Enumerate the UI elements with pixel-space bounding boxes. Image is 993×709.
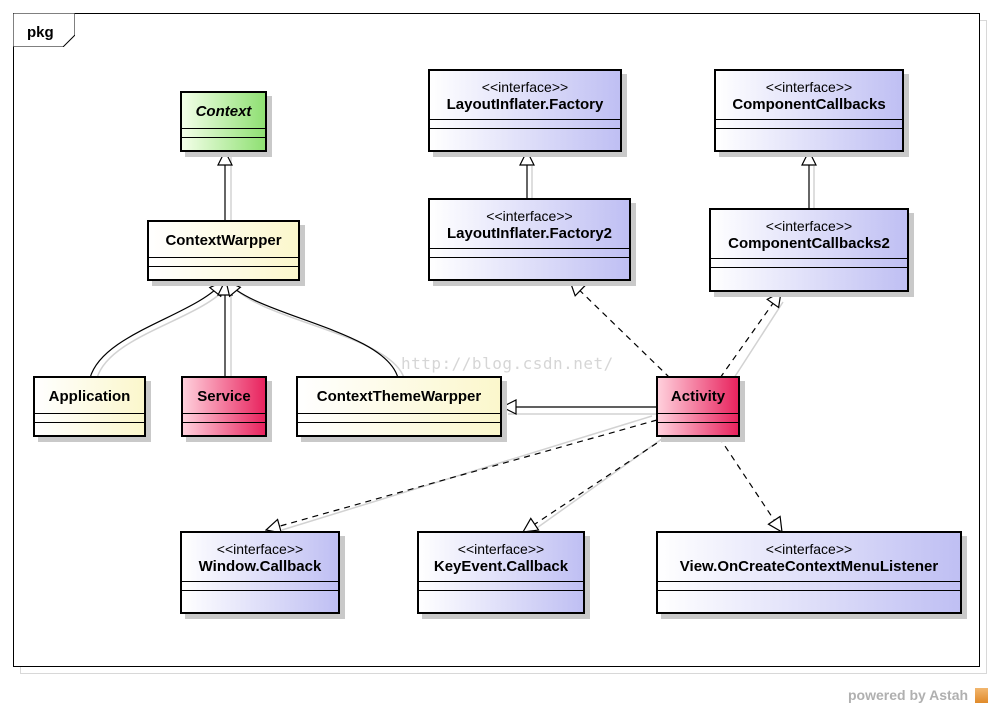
class-contextwarpper[interactable]: ContextWarpper	[147, 220, 300, 281]
class-contextthemewarpper[interactable]: ContextThemeWarpper	[296, 376, 502, 437]
operations-compartment	[658, 590, 960, 599]
attributes-compartment	[430, 248, 629, 257]
class-name: Service	[197, 388, 251, 405]
class-name: Context	[195, 103, 252, 120]
interface-name: ComponentCallbacks2	[728, 235, 890, 252]
attributes-compartment	[419, 581, 583, 590]
class-context[interactable]: Context	[180, 91, 267, 152]
interface-componentcallbacks2[interactable]: <<interface>> ComponentCallbacks2	[709, 208, 909, 292]
attributes-compartment	[149, 257, 298, 266]
class-name: Activity	[670, 388, 726, 405]
attributes-compartment	[182, 581, 338, 590]
operations-compartment	[430, 128, 620, 137]
class-name: Application	[48, 388, 131, 405]
interface-name: ComponentCallbacks	[732, 96, 886, 113]
stereotype-label: <<interface>>	[765, 79, 853, 95]
attributes-compartment	[182, 128, 265, 137]
operations-compartment	[182, 590, 338, 599]
astah-logo-icon	[975, 688, 988, 703]
operations-compartment	[419, 590, 583, 599]
interface-name: KeyEvent.Callback	[433, 558, 569, 575]
operations-compartment	[35, 422, 144, 431]
generalization-application-contextwarpper	[89, 281, 224, 379]
interface-layoutinflater-factory2[interactable]: <<interface>> LayoutInflater.Factory2	[428, 198, 631, 281]
class-application[interactable]: Application	[33, 376, 146, 437]
class-service[interactable]: Service	[181, 376, 267, 437]
operations-compartment	[658, 422, 738, 431]
operations-compartment	[149, 266, 298, 275]
stereotype-label: <<interface>>	[765, 541, 853, 557]
realization-activity-keyeventcallback	[523, 436, 667, 532]
powered-by-label: powered by Astah	[848, 687, 969, 703]
attributes-compartment	[711, 258, 907, 267]
attributes-compartment	[658, 413, 738, 422]
stereotype-label: <<interface>>	[457, 541, 545, 557]
class-name: ContextWarpper	[165, 232, 282, 249]
stereotype-label: <<interface>>	[486, 208, 573, 224]
stereotype-label: <<interface>>	[216, 541, 304, 557]
attributes-compartment	[35, 413, 144, 422]
realization-activity-windowcallback	[266, 419, 658, 530]
attributes-compartment	[430, 119, 620, 128]
operations-compartment	[182, 137, 265, 146]
operations-compartment	[430, 257, 629, 266]
interface-name: View.OnCreateContextMenuListener	[679, 558, 939, 575]
attributes-compartment	[298, 413, 500, 422]
package-tab	[13, 13, 75, 47]
interface-name: LayoutInflater.Factory2	[446, 225, 613, 242]
operations-compartment	[711, 267, 907, 276]
realization-activity-factory2	[570, 281, 671, 379]
interface-name: LayoutInflater.Factory	[446, 96, 604, 113]
attributes-compartment	[658, 581, 960, 590]
interface-window-callback[interactable]: <<interface>> Window.Callback	[180, 531, 340, 614]
interface-view-oncreatecontextmenulistener[interactable]: <<interface>> View.OnCreateContextMenuLi…	[656, 531, 962, 614]
attributes-compartment	[183, 413, 265, 422]
realization-activity-callbacks2	[719, 292, 781, 379]
interface-keyevent-callback[interactable]: <<interface>> KeyEvent.Callback	[417, 531, 585, 614]
interface-name: Window.Callback	[198, 558, 322, 575]
operations-compartment	[298, 422, 500, 431]
realization-activity-contextmenulistener	[718, 436, 782, 532]
interface-layoutinflater-factory[interactable]: <<interface>> LayoutInflater.Factory	[428, 69, 622, 152]
stereotype-label: <<interface>>	[481, 79, 569, 95]
watermark: http://blog.csdn.net/	[401, 354, 614, 373]
operations-compartment	[183, 422, 265, 431]
class-name: ContextThemeWarpper	[316, 388, 482, 405]
operations-compartment	[716, 128, 902, 137]
attributes-compartment	[716, 119, 902, 128]
interface-componentcallbacks[interactable]: <<interface>> ComponentCallbacks	[714, 69, 904, 152]
generalization-contextthemewarpper-contextwarpper	[226, 281, 399, 379]
stereotype-label: <<interface>>	[765, 218, 853, 234]
package-label: pkg	[27, 24, 54, 41]
class-activity[interactable]: Activity	[656, 376, 740, 437]
